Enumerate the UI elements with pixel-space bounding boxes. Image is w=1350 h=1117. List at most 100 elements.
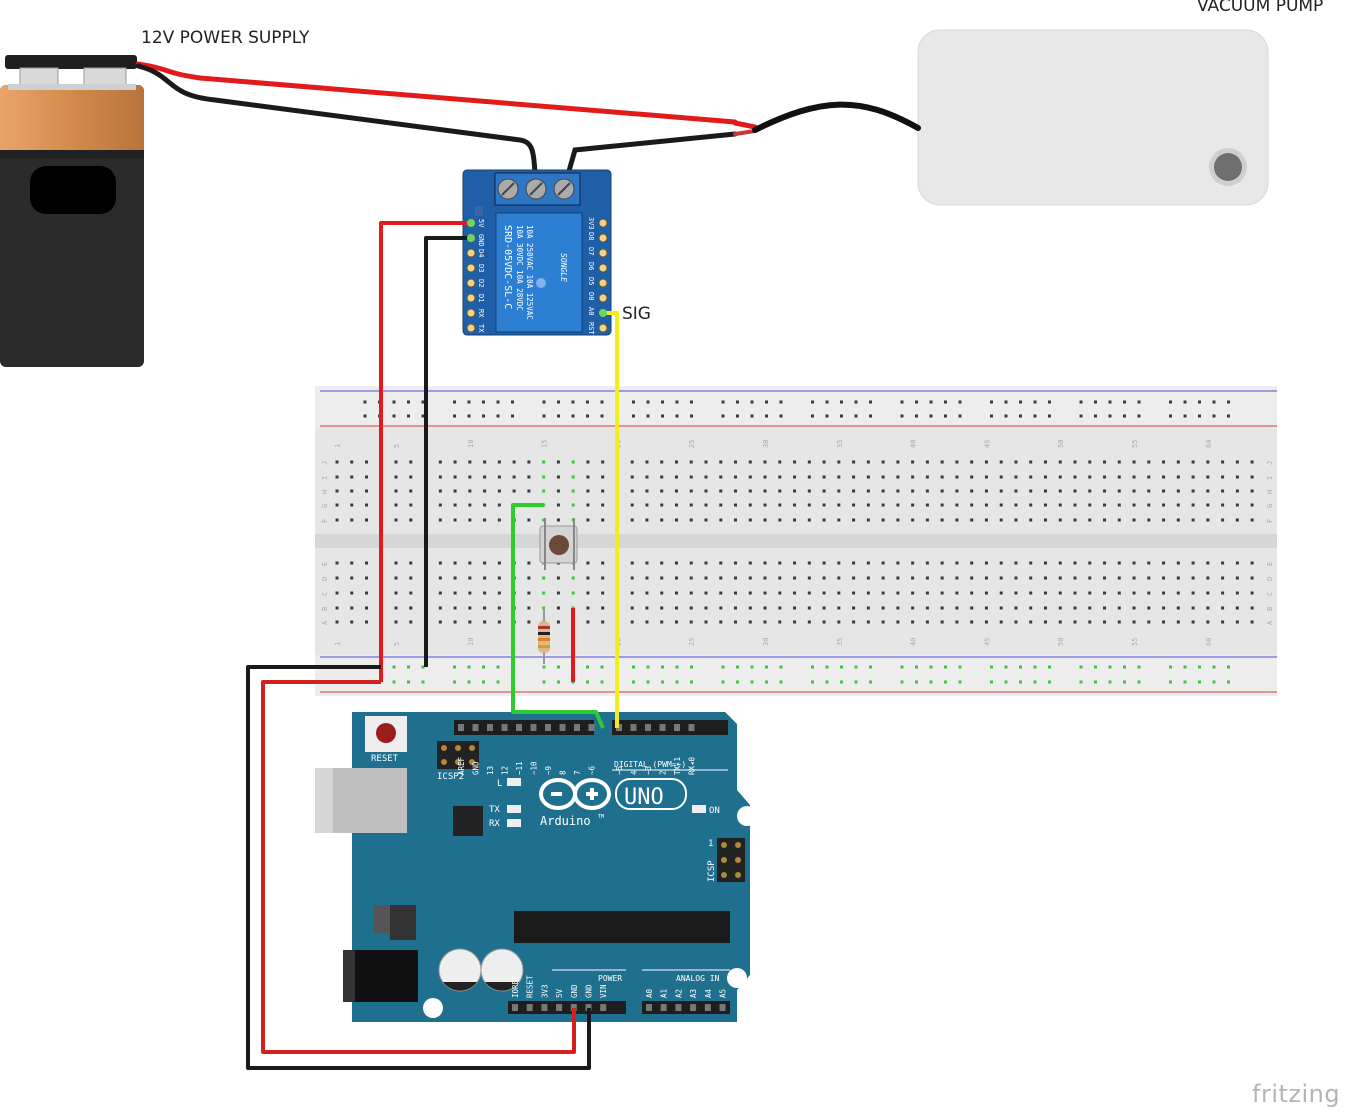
rail-hole xyxy=(869,400,872,404)
header-pin xyxy=(690,1004,697,1011)
breadboard-hole xyxy=(1206,518,1210,522)
breadboard-hole xyxy=(984,606,988,610)
rail-hole xyxy=(1079,665,1083,669)
breadboard-hole xyxy=(1132,489,1136,493)
arduino-tm: TM xyxy=(598,814,604,820)
breadboard-hole xyxy=(704,460,708,464)
rail-hole xyxy=(1227,400,1230,404)
breadboard-hole xyxy=(1058,561,1062,565)
power-label: POWER xyxy=(598,974,622,983)
rail-hole xyxy=(392,400,396,404)
breadboard-hole xyxy=(483,489,487,493)
rail-hole xyxy=(750,414,754,418)
rail-hole xyxy=(1137,414,1141,418)
rail-hole xyxy=(1212,400,1216,404)
rail-hole xyxy=(407,414,410,418)
relay-pin xyxy=(466,248,476,258)
breadboard-hole xyxy=(1117,606,1121,610)
header-pin xyxy=(588,724,595,731)
rail-hole xyxy=(467,414,471,418)
breadboard-hole xyxy=(394,591,398,595)
breadboard-hole xyxy=(852,489,856,493)
rail-hole xyxy=(1227,665,1230,669)
rail-hole xyxy=(1169,680,1172,684)
breadboard-hole xyxy=(689,576,693,580)
row-letter: J xyxy=(1266,461,1274,465)
breadboard-hole xyxy=(438,503,442,507)
rail-hole xyxy=(453,665,456,669)
pin-label: ~6 xyxy=(588,765,597,775)
breadboard-hole xyxy=(881,606,885,610)
breadboard-hole xyxy=(1162,576,1166,580)
breadboard-hole xyxy=(1043,503,1047,507)
push-button xyxy=(539,518,578,570)
breadboard-hole xyxy=(734,620,738,624)
rail-hole xyxy=(840,400,843,404)
breadboard-hole xyxy=(955,591,959,595)
breadboard-hole xyxy=(497,606,501,610)
breadboard-hole xyxy=(1206,460,1210,464)
breadboard-hole xyxy=(837,460,841,464)
rail-hole xyxy=(1227,680,1230,684)
breadboard-hole xyxy=(999,591,1003,595)
breadboard-hole xyxy=(1014,475,1018,479)
breadboard-hole xyxy=(645,489,649,493)
rail-hole xyxy=(1033,400,1037,404)
breadboard-hole xyxy=(689,503,693,507)
rail-hole xyxy=(900,665,904,669)
breadboard-hole xyxy=(527,591,531,595)
breadboard-hole xyxy=(1176,489,1180,493)
pin-label: A0 xyxy=(645,988,654,998)
rail-hole xyxy=(1004,665,1008,669)
breadboard-hole xyxy=(438,518,442,522)
breadboard-hole xyxy=(896,606,900,610)
breadboard-hole xyxy=(1162,503,1166,507)
breadboard-hole xyxy=(483,576,487,580)
breadboard-hole xyxy=(748,503,752,507)
breadboard-hole xyxy=(719,475,723,479)
pin-label: 8 xyxy=(559,770,568,775)
relay-pin-label: D5 xyxy=(587,277,595,285)
rail-hole xyxy=(482,680,485,684)
power-wires xyxy=(135,61,921,188)
rail-hole xyxy=(944,680,947,684)
breadboard-hole xyxy=(483,503,487,507)
breadboard-hole xyxy=(660,606,664,610)
breadboard-hole xyxy=(350,606,354,610)
rail-hole xyxy=(1183,400,1187,404)
breadboard-hole xyxy=(1176,518,1180,522)
breadboard-hole xyxy=(852,475,856,479)
breadboard-hole xyxy=(1206,489,1210,493)
breadboard-hole xyxy=(1058,576,1062,580)
wire-5v-red xyxy=(379,221,471,682)
breadboard-hole xyxy=(704,489,708,493)
breadboard-hole xyxy=(1043,460,1047,464)
wire-button-green xyxy=(511,503,605,729)
breadboard-hole xyxy=(1073,489,1077,493)
breadboard-hole xyxy=(881,460,885,464)
breadboard-hole xyxy=(1058,460,1062,464)
breadboard-hole xyxy=(468,576,472,580)
column-number: 60 xyxy=(1205,638,1213,646)
breadboard-hole xyxy=(586,576,590,580)
breadboard-hole xyxy=(866,561,870,565)
relay-pin-label: RST xyxy=(587,322,595,335)
header-pin xyxy=(512,1004,518,1011)
breadboard-hole xyxy=(1191,475,1195,479)
breadboard-hole xyxy=(1058,489,1062,493)
breadboard-hole xyxy=(822,561,826,565)
breadboard-hole xyxy=(409,503,413,507)
led-tx-label: TX xyxy=(489,805,500,815)
breadboard-hole xyxy=(689,591,693,595)
breadboard-hole xyxy=(896,591,900,595)
header-pin xyxy=(545,724,551,731)
rail-hole xyxy=(632,400,635,404)
breadboard-hole xyxy=(1073,606,1077,610)
breadboard-hole xyxy=(350,576,354,580)
breadboard-hole xyxy=(734,606,738,610)
circuit-wires xyxy=(246,219,619,1070)
breadboard-hole xyxy=(925,606,929,610)
breadboard-hole xyxy=(763,503,767,507)
breadboard-hole xyxy=(911,591,915,595)
breadboard-hole xyxy=(1250,606,1254,610)
